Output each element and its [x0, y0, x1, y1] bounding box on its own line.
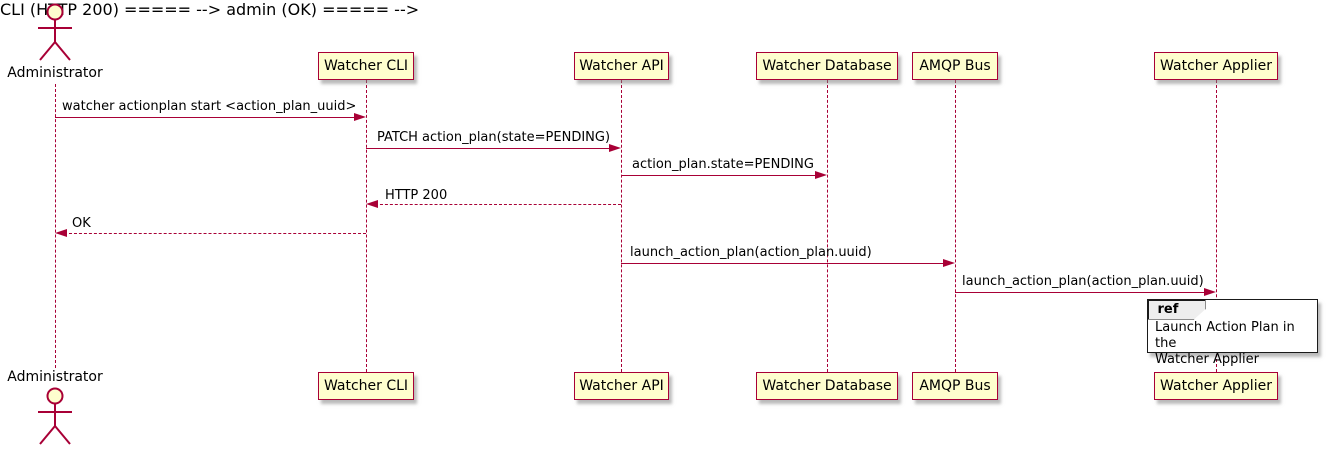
participant-label: Watcher API: [579, 378, 664, 394]
participant-watcher-database-top: Watcher Database: [756, 52, 898, 80]
message-line: [955, 292, 1207, 293]
participant-label: Watcher Applier: [1160, 58, 1272, 74]
message-line: [375, 204, 621, 205]
message-label-launch-action-plan-2: launch_action_plan(action_plan.uuid): [962, 274, 1204, 289]
message-label-http-200: HTTP 200: [385, 188, 448, 203]
message-line: [621, 175, 818, 176]
message-label-start-actionplan: watcher actionplan start <action_plan_uu…: [62, 99, 357, 114]
participant-watcher-applier-bottom: Watcher Applier: [1154, 372, 1278, 400]
arrowhead-icon: [354, 113, 366, 121]
participant-amqp-bus-bottom: AMQP Bus: [912, 372, 998, 400]
participant-label: Watcher Database: [762, 378, 892, 394]
participant-watcher-cli-bottom: Watcher CLI: [318, 372, 414, 400]
lifeline-administrator: [55, 84, 56, 368]
participant-label: AMQP Bus: [919, 378, 991, 394]
participant-label: AMQP Bus: [919, 58, 991, 74]
message-label-ok: OK: [72, 216, 91, 231]
lifeline-watcher-database: [827, 80, 828, 372]
actor-icon-administrator-bottom: [38, 387, 72, 445]
actor-icon-administrator-top: [38, 3, 72, 61]
arrowhead-icon: [55, 229, 67, 237]
participant-label: Watcher Applier: [1160, 378, 1272, 394]
arrowhead-icon: [1204, 288, 1216, 296]
message-label-patch-action-plan: PATCH action_plan(state=PENDING): [377, 130, 611, 145]
message-line: [64, 233, 366, 234]
participant-watcher-api-top: Watcher API: [574, 52, 669, 80]
participant-label: Watcher CLI: [323, 378, 409, 394]
participant-watcher-api-bottom: Watcher API: [574, 372, 669, 400]
participant-watcher-applier-top: Watcher Applier: [1154, 52, 1278, 80]
ref-fragment-text: Launch Action Plan in the Watcher Applie…: [1155, 320, 1295, 367]
message-line: [621, 263, 946, 264]
participant-watcher-cli-top: Watcher CLI: [318, 52, 414, 80]
message-line: [366, 148, 612, 149]
participant-watcher-database-bottom: Watcher Database: [756, 372, 898, 400]
actor-label-administrator-top: Administrator: [7, 65, 103, 81]
lifeline-watcher-cli: [366, 80, 367, 372]
ref-keyword-tab: ref: [1147, 299, 1206, 320]
message-label-state-pending: action_plan.state=PENDING: [632, 157, 814, 172]
participant-label: Watcher CLI: [323, 58, 409, 74]
message-label-launch-action-plan-1: launch_action_plan(action_plan.uuid): [630, 245, 872, 260]
arrowhead-icon: [815, 171, 827, 179]
ref-fragment: ref Launch Action Plan in the Watcher Ap…: [1147, 299, 1318, 367]
lifeline-watcher-api: [621, 80, 622, 372]
arrowhead-icon: [943, 259, 955, 267]
participant-label: Watcher API: [579, 58, 664, 74]
actor-label-administrator-bottom: Administrator: [7, 369, 103, 385]
lifeline-amqp-bus: [955, 80, 956, 372]
participant-label: Watcher Database: [762, 58, 892, 74]
arrowhead-icon: [609, 144, 621, 152]
message-line: [55, 117, 357, 118]
participant-amqp-bus-top: AMQP Bus: [912, 52, 998, 80]
lifeline-watcher-applier: [1216, 80, 1217, 372]
arrowhead-icon: [366, 200, 378, 208]
